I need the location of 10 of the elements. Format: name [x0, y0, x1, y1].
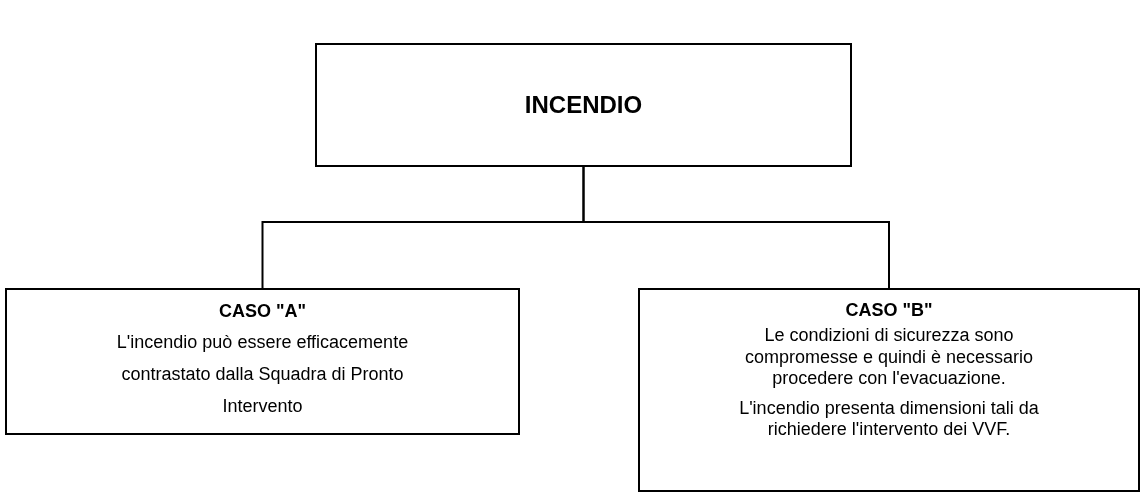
box-text: L'incendio può essere efficacemente contrastato dalla Squadra di Pronto Intervento	[115, 331, 410, 418]
case-box	[5, 288, 520, 435]
box-text: Le condizioni di sicurezza sono compromesse e quindi è necessario procedere con l'evacuazione.	[743, 325, 1035, 390]
topic-box	[315, 43, 852, 167]
case-box	[638, 288, 1140, 492]
connector-line	[582, 166, 890, 289]
box-title: CASO "B"	[845, 300, 933, 321]
box-title: CASO "A"	[218, 301, 307, 322]
box-title: INCENDIO	[524, 91, 643, 119]
box-text: L'incendio presenta dimensioni tali da richiedere l'intervento dei VVF.	[738, 397, 1040, 441]
